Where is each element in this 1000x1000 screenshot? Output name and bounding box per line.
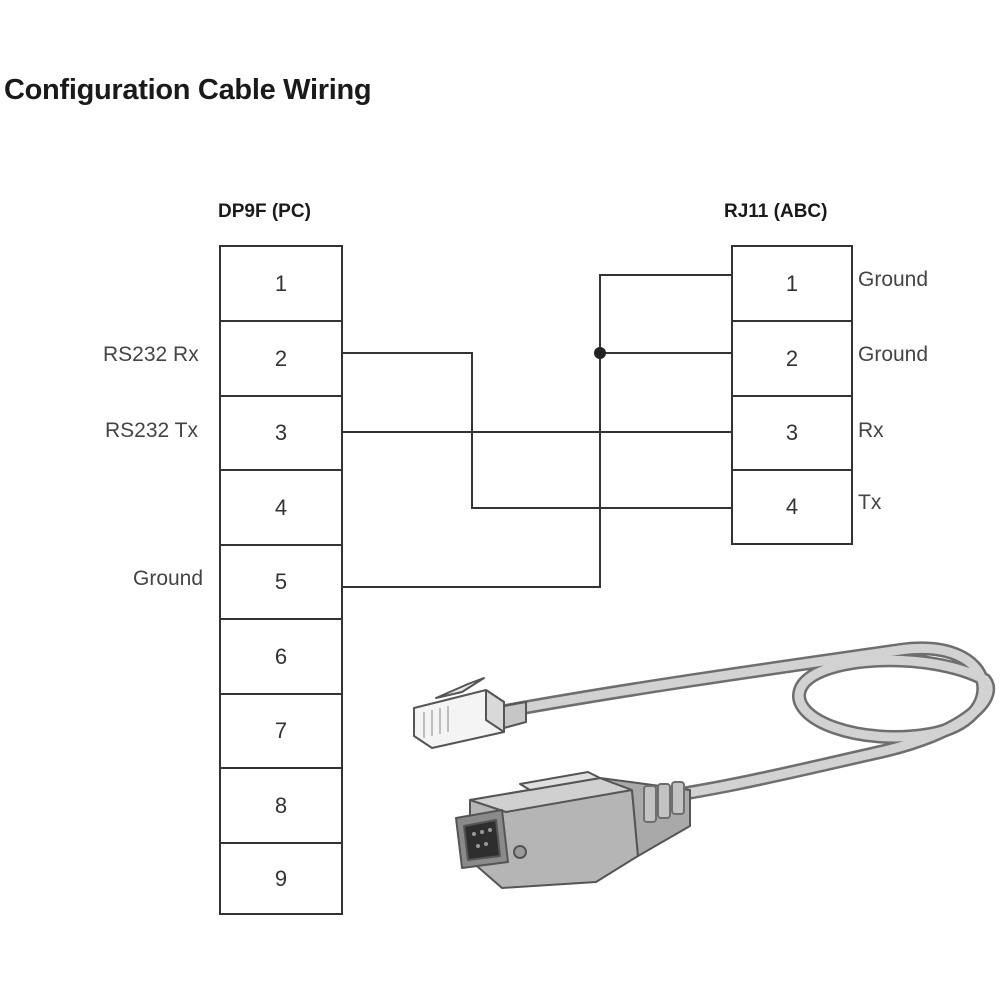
rj11-label-pin2: Ground [858,343,929,366]
dp9f-pin-5: 5 [221,546,341,620]
dp9f-pin-2: 2 [221,322,341,397]
junction-dot [594,347,606,359]
rj11-pin-table: 1 2 3 4 [731,245,853,545]
dp9f-pin-9: 9 [274,865,288,891]
rj11-to-db9-cable-icon [413,641,996,889]
page-title: Configuration Cable Wiring [4,74,372,106]
dp9f-pin-1: 1 [221,247,341,322]
wire-ground [343,274,731,588]
rj11-pin-3: 3 [733,397,851,471]
wire-rx-to-tx [343,352,731,509]
dp9f-pin-7: 7 [221,695,341,769]
dp9f-label-ground: Ground [133,567,204,590]
rj11-pin-4: 4 [785,494,799,519]
dp9f-pin-6: 6 [221,620,341,695]
dp9f-label-tx: RS232 Tx [105,419,198,442]
dp9f-pin-8: 8 [221,769,341,844]
dp9f-header: DP9F (PC) [218,201,311,222]
dp9f-pin-4: 4 [221,471,341,546]
rj11-label-pin3: Rx [858,419,884,442]
dp9f-pin-3: 3 [221,397,341,471]
rj11-header: RJ11 (ABC) [724,201,828,222]
rj11-pin-1: 1 [733,247,851,322]
dp9f-label-rx: RS232 Rx [103,343,199,366]
dp9f-pin-table: 1 2 3 4 5 6 7 8 9 [219,245,343,915]
rj11-pin-2: 2 [733,322,851,397]
rj11-label-pin1: Ground [858,268,929,291]
rj11-label-pin4: Tx [858,491,882,514]
